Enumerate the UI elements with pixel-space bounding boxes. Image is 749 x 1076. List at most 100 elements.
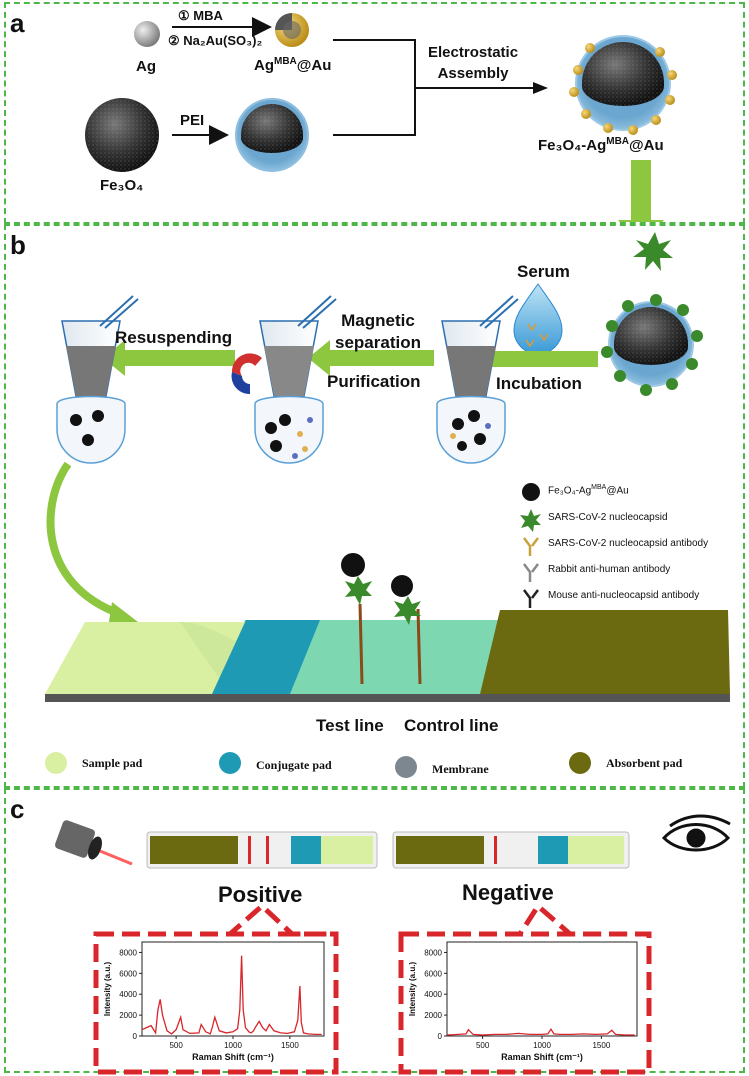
drop-contents-incubation [452, 410, 486, 451]
serum-droplet-icon [513, 283, 563, 355]
legend-item: Fe₃O₄-AgMBA@Au [548, 484, 629, 497]
y-tick-label: 6000 [424, 969, 442, 978]
positive-strip [146, 831, 378, 869]
strip-legend-sample-pad: Sample pad [82, 756, 143, 770]
panel-label-c: c [10, 794, 25, 824]
legend-item: Rabbit anti-human antibody [548, 564, 671, 575]
positive-callout [96, 902, 334, 937]
y-tick-label: 4000 [424, 990, 442, 999]
x-tick-label: 1000 [533, 1041, 551, 1050]
fe3o4-label: Fe₃O₄ [100, 177, 144, 194]
y-tick-label: 0 [438, 1032, 443, 1041]
test-line-label: Test line [316, 716, 384, 735]
ag-label: Ag [136, 58, 156, 75]
y-tick-label: 2000 [424, 1011, 442, 1020]
tube-incubation-icon [436, 295, 519, 464]
nucleocapsid-star-icon [633, 232, 673, 271]
legend-nucleocapsid-antibody-icon [523, 537, 539, 556]
panel-b-graphics [45, 232, 730, 778]
panel-label-a: a [10, 8, 25, 38]
spectrum-line [141, 955, 322, 1036]
test-line-particle-icon [341, 553, 365, 577]
magnetic-arrow [330, 350, 434, 366]
lateral-flow-strip [45, 553, 730, 702]
drop-contents-resuspend [70, 410, 104, 446]
control-line-label: Control line [404, 716, 499, 735]
legend-item: Mouse anti-nucleocapsid antibody [548, 590, 700, 601]
resuspending-label: Resuspending [115, 328, 233, 347]
transfer-curve-arrow [46, 461, 122, 618]
assembly-connector [333, 39, 535, 136]
panel-c-graphics [55, 814, 731, 1075]
y-tick-label: 2000 [119, 1011, 137, 1020]
strip-legend-absorbent-pad: Absorbent pad [606, 756, 683, 770]
green-arrow-down [618, 160, 664, 222]
legend-mouse-antibody-icon [523, 589, 539, 608]
negative-box [398, 931, 652, 1075]
control-line-particle-icon [391, 575, 413, 597]
tube-resuspend-icon [56, 295, 139, 464]
y-axis-label: Intensity (a.u.) [408, 962, 417, 1017]
positive-box [93, 931, 339, 1075]
negative-callout [401, 902, 648, 937]
y-tick-label: 4000 [119, 990, 137, 999]
panel-b [4, 224, 745, 788]
product-label: Fe₃O₄-AgMBA@Au [538, 136, 664, 154]
x-tick-label: 1500 [281, 1041, 299, 1050]
ag-au-particle-icon [275, 13, 309, 47]
purification-label: Purification [327, 372, 421, 391]
swatch-sample-pad [45, 752, 67, 774]
x-tick-label: 1500 [592, 1041, 610, 1050]
legend-rabbit-antibody-icon [523, 563, 539, 582]
panel-a-graphics [85, 13, 677, 222]
step1-label: ① MBA [178, 8, 223, 23]
panel-c [4, 788, 745, 1073]
fe3o4-pei-icon [235, 98, 309, 172]
strip-legend-conjugate-pad: Conjugate pad [256, 758, 332, 772]
panel-label-b: b [10, 230, 26, 260]
positive-label: Positive [218, 882, 303, 907]
y-tick-label: 8000 [424, 948, 442, 957]
plot-frame [446, 941, 638, 1037]
y-tick-label: 6000 [119, 969, 137, 978]
legend-nanoparticle-icon [522, 483, 540, 501]
serum-label: Serum [517, 262, 570, 281]
tube-magnetic-icon [231, 295, 337, 464]
ag-mba-au-label: AgMBA@Au [254, 56, 332, 74]
x-axis-label: Raman Shift (cm⁻¹) [192, 1052, 274, 1062]
spectrum-line [446, 1027, 635, 1036]
ag-particle-icon [134, 21, 160, 47]
strip-legend-membrane: Membrane [432, 762, 489, 776]
laser-icon [55, 820, 133, 866]
swatch-absorbent-pad [569, 752, 591, 774]
swatch-membrane [395, 756, 417, 778]
panel-a [4, 2, 745, 224]
legend-item: SARS-CoV-2 nucleocapsid [548, 512, 668, 523]
fe3o4-core-icon [85, 98, 159, 172]
y-tick-label: 8000 [119, 948, 137, 957]
x-tick-label: 1000 [224, 1041, 242, 1050]
x-axis-label: Raman Shift (cm⁻¹) [501, 1052, 583, 1062]
pei-label: PEI [180, 112, 205, 129]
incubation-label: Incubation [496, 374, 582, 393]
eye-icon [661, 814, 731, 852]
legend-item: SARS-CoV-2 nucleocapsid antibody [548, 538, 709, 549]
resuspend-arrow [125, 350, 235, 366]
legend-nucleocapsid-icon [520, 509, 541, 532]
conjugated-particle-icon [601, 294, 703, 396]
drop-contents-magnetic [265, 414, 291, 452]
step2-label: ② Na₂Au(SO₃)₂ [168, 33, 263, 48]
y-tick-label: 0 [133, 1032, 138, 1041]
magnet-icon [231, 353, 262, 395]
fe3o4-ag-au-product-icon [569, 35, 677, 135]
negative-strip [392, 831, 630, 869]
x-tick-label: 500 [476, 1041, 490, 1050]
y-axis-label: Intensity (a.u.) [103, 962, 112, 1017]
x-tick-label: 500 [169, 1041, 183, 1050]
swatch-conjugate-pad [219, 752, 241, 774]
negative-label: Negative [462, 880, 554, 905]
